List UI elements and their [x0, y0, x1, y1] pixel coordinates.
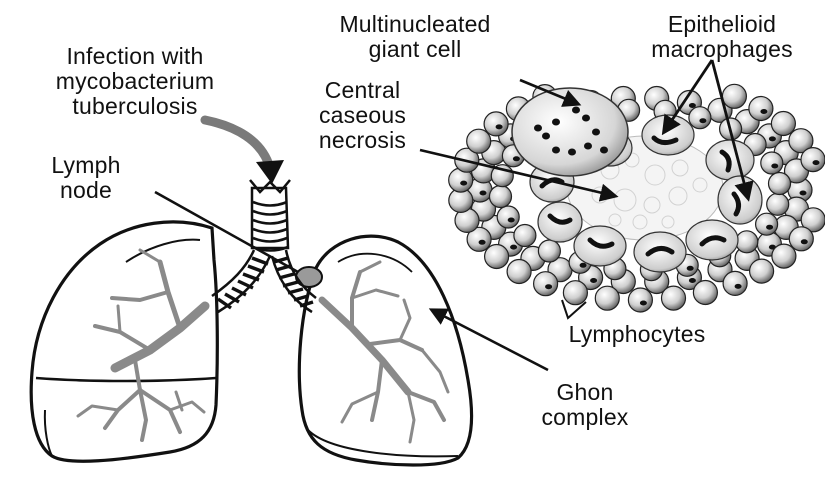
lymphocyte-cell: [563, 281, 587, 305]
lymphocyte-nucleus: [687, 266, 694, 271]
label-necrosis: Central caseous necrosis: [290, 78, 435, 153]
label-infection-line-1: Infection with: [10, 44, 260, 69]
lymphocyte-cell: [497, 206, 519, 228]
lymphocyte-cell: [514, 225, 536, 247]
left-main-bronchus: [212, 250, 270, 312]
label-giant-cell-line-2: giant cell: [300, 37, 530, 62]
lymphocyte-nucleus: [699, 118, 706, 123]
lymphocyte-cell: [801, 148, 825, 172]
label-lymph-node: Lymph node: [36, 153, 136, 203]
lymphocyte-nucleus: [689, 103, 696, 108]
left-lung-outline: [31, 222, 217, 461]
label-infection-line-2: mycobacterium: [10, 69, 260, 94]
lymphocyte-cell: [628, 288, 652, 312]
lymphocyte-nucleus: [769, 136, 776, 141]
lymphocyte-nucleus: [735, 284, 742, 289]
label-epithelioid-line-2: macrophages: [622, 37, 822, 62]
lymphocyte-cell: [772, 244, 796, 268]
label-epithelioid-line-1: Epithelioid: [622, 12, 822, 37]
label-ghon-complex-line-2: complex: [520, 405, 650, 430]
lymphocyte-nucleus: [766, 225, 773, 230]
label-necrosis-line-1: Central: [290, 78, 435, 103]
lymphocyte-nucleus: [771, 164, 778, 169]
lymphocyte-cell: [595, 286, 619, 310]
lungs-illustration: [31, 180, 471, 465]
lymphocyte-nucleus: [689, 278, 696, 283]
lymphocyte-cell: [693, 281, 717, 305]
lymphocyte-cell: [761, 152, 783, 174]
trachea: [250, 180, 290, 251]
lymphocyte-cell: [484, 112, 508, 136]
lymphocyte-nucleus: [510, 245, 517, 250]
label-lymphocytes-line-1: Lymphocytes: [532, 322, 742, 347]
label-epithelioid: Epithelioid macrophages: [622, 12, 822, 62]
label-lymph-node-line-2: node: [36, 178, 136, 203]
lymphocyte-nucleus: [801, 239, 808, 244]
label-infection-line-3: tuberculosis: [10, 94, 260, 119]
label-lymphocytes: Lymphocytes: [532, 322, 742, 347]
lymphocyte-cell: [485, 245, 509, 269]
label-ghon-complex: Ghon complex: [520, 380, 650, 430]
lymphocyte-cell: [769, 173, 791, 195]
lymphocyte-nucleus: [513, 156, 520, 161]
lymphocyte-nucleus: [460, 181, 467, 186]
lymphocyte-cell: [736, 231, 758, 253]
lymphocyte-cell: [723, 271, 747, 295]
lymphocyte-cell: [538, 240, 560, 262]
lymphocyte-nucleus: [800, 191, 807, 196]
lymphocyte-nucleus: [508, 218, 515, 223]
granuloma: [449, 84, 825, 318]
infection-arrow-head: [256, 160, 284, 184]
lymphocyte-nucleus: [760, 109, 767, 114]
label-lymph-node-line-1: Lymph: [36, 153, 136, 178]
lymphocyte-cell: [756, 213, 778, 235]
label-infection: Infection with mycobacterium tuberculosi…: [10, 44, 260, 119]
label-necrosis-line-3: necrosis: [290, 128, 435, 153]
label-ghon-complex-line-1: Ghon: [520, 380, 650, 405]
lymphocyte-cell: [490, 186, 512, 208]
lymphocyte-cell: [749, 97, 773, 121]
infection-arrow: [205, 120, 270, 168]
lymphocyte-nucleus: [640, 301, 647, 306]
lymphocyte-cell: [767, 193, 789, 215]
lymphocyte-nucleus: [479, 240, 486, 245]
lymphocyte-nucleus: [496, 124, 503, 129]
label-giant-cell: Multinucleated giant cell: [300, 12, 530, 62]
lymphocyte-cell: [750, 259, 774, 283]
label-necrosis-line-2: caseous: [290, 103, 435, 128]
lymphocyte-nucleus: [813, 160, 820, 165]
lymphocyte-nucleus: [480, 191, 487, 196]
label-giant-cell-line-1: Multinucleated: [300, 12, 530, 37]
lymphocyte-cell: [789, 227, 813, 251]
lymphocyte-cell: [771, 112, 795, 136]
lymphocyte-nucleus: [580, 263, 587, 268]
lymphocyte-cell: [689, 107, 711, 129]
right-lung-outline: [299, 236, 471, 465]
lymphocyte-cell: [534, 272, 558, 296]
lymphocyte-cell: [662, 286, 686, 310]
lymphocyte-cell: [722, 84, 746, 108]
lymphocyte-nucleus: [545, 284, 552, 289]
lymphocyte-cell: [507, 260, 531, 284]
lymphocyte-cell: [467, 129, 491, 153]
lymphocyte-nucleus: [590, 278, 597, 283]
